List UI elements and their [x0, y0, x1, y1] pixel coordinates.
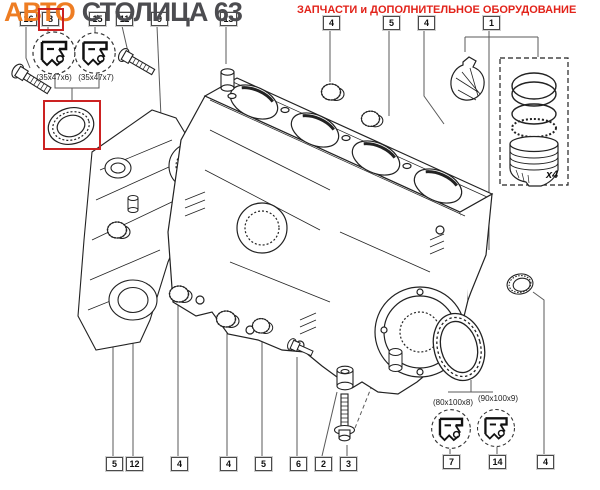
callout-5[interactable]: 5 [254, 456, 273, 472]
bolt-16 [11, 63, 52, 95]
callout-6[interactable]: 6 [289, 456, 308, 472]
callout-4[interactable]: 4 [219, 456, 238, 472]
seal-cross-section-icon [31, 30, 77, 76]
core-plug-top-2 [360, 110, 384, 128]
core-plug-top-1 [320, 83, 345, 102]
seal-cross-section-icon [476, 408, 516, 448]
callout-14[interactable]: 14 [488, 454, 507, 470]
callout-8-highlight-frame [38, 8, 64, 31]
piston-qty-label: x4 [545, 169, 558, 181]
site-tagline: ЗАПЧАСТИ и ДОПОЛНИТЕЛЬНОЕ ОБОРУДОВАНИЕ [297, 4, 577, 16]
callout-13[interactable]: 13 [219, 11, 238, 27]
seal-cross-section-icon [430, 408, 472, 450]
front-cover-plate [77, 109, 195, 351]
seal-dimension-label: (35x47x7) [78, 73, 114, 82]
bolt-3 [333, 393, 356, 442]
callout-1[interactable]: 1 [482, 15, 501, 31]
callout-7[interactable]: 7 [442, 454, 461, 470]
callout-3[interactable]: 3 [339, 456, 358, 472]
seal-dimension-label: (80x100x8) [432, 398, 474, 407]
callout-11[interactable]: 11 [115, 11, 134, 27]
crankshaft-rear-seal [432, 312, 486, 382]
drain-plug [388, 348, 403, 372]
gallery-plug-12 [127, 195, 139, 213]
callout-4[interactable]: 4 [170, 456, 189, 472]
pilot-bearing [506, 273, 534, 295]
callout-9[interactable]: 9 [150, 11, 169, 27]
callout-4[interactable]: 4 [322, 15, 341, 31]
callout-12[interactable]: 12 [125, 456, 144, 472]
callout-5[interactable]: 5 [382, 15, 401, 31]
seal-cross-section-icon [73, 31, 117, 75]
spacer-2 [336, 365, 354, 391]
callout-15[interactable]: 15 [88, 11, 107, 27]
callout-8[interactable]: 8 [41, 11, 60, 27]
seal-dimension-label: (35x47x6) [36, 73, 72, 82]
piston-ring-set: x4 [499, 57, 569, 187]
dowel-13 [220, 68, 235, 92]
callout-4[interactable]: 4 [536, 454, 555, 470]
callout-16[interactable]: 16 [19, 11, 38, 27]
callout-4[interactable]: 4 [417, 15, 436, 31]
gasket-pouch [450, 56, 485, 101]
callout-5[interactable]: 5 [105, 456, 124, 472]
bolt-6 [287, 338, 314, 357]
cylinder-bores [227, 84, 463, 204]
seal-dimension-label: (90x100x9) [477, 394, 519, 403]
crankshaft-front-seal [47, 107, 95, 145]
bolt-11 [117, 47, 156, 76]
callout-2[interactable]: 2 [314, 456, 333, 472]
front-seal-highlight-frame [43, 100, 101, 150]
